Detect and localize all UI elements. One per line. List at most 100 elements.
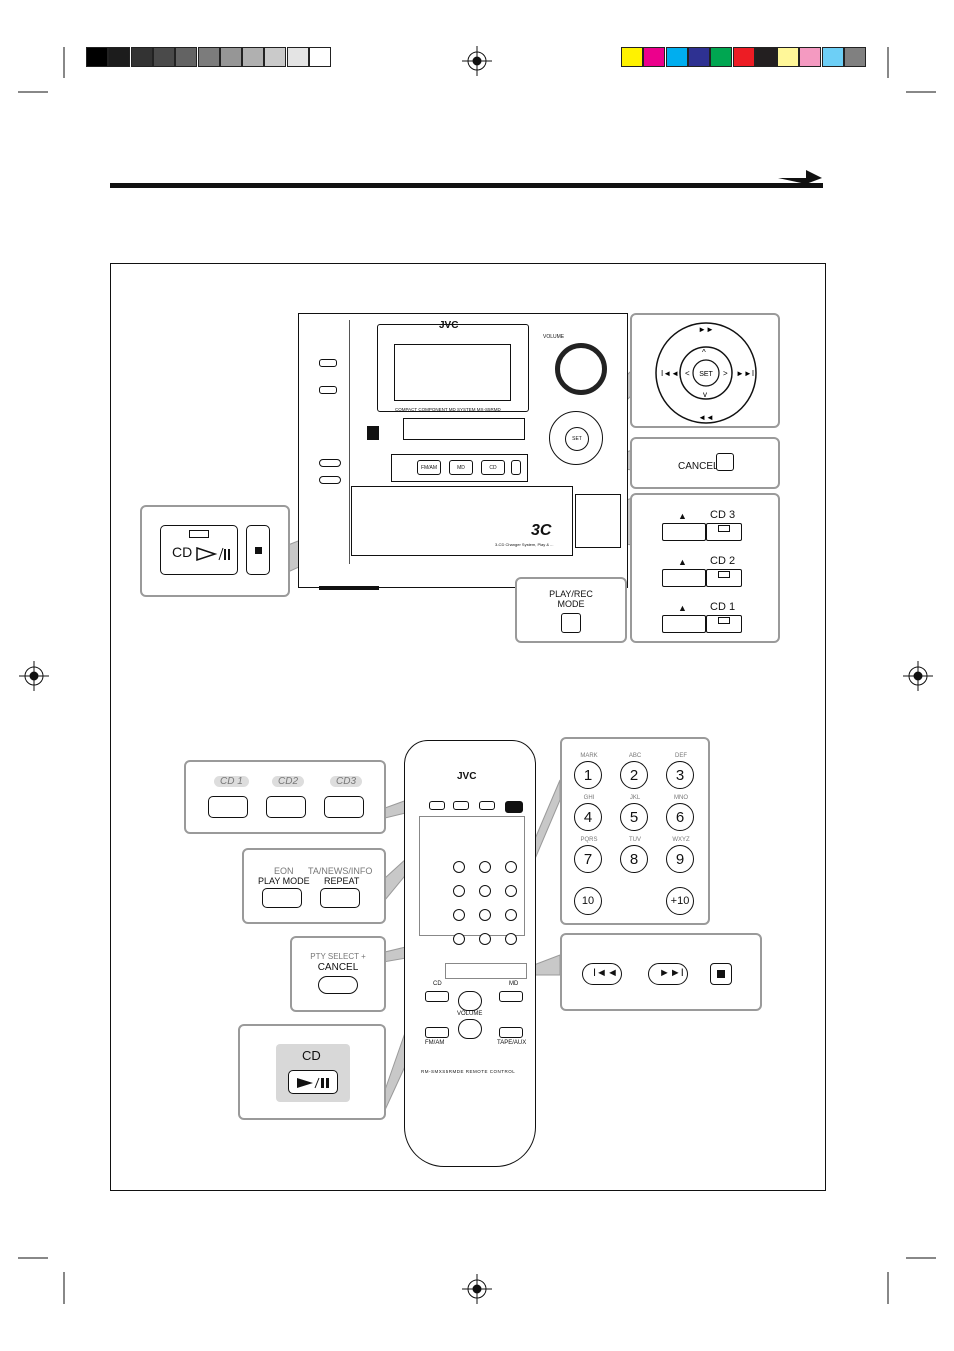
unit-foot <box>319 586 379 590</box>
color-swatch <box>152 47 175 67</box>
cd-tray-door <box>351 486 573 556</box>
color-swatch <box>108 47 131 67</box>
remote-number-key[interactable] <box>453 885 465 897</box>
remote-cd-play-button[interactable] <box>425 991 449 1002</box>
number-key[interactable]: 8 <box>620 845 648 873</box>
callout-disc-trays: ▲CD 3▲CD 2▲CD 1 <box>630 493 780 643</box>
remote-top-panel <box>419 816 525 936</box>
unit-cd-button[interactable]: CD <box>481 460 505 475</box>
unit-tray-buttons <box>575 494 621 548</box>
number-key[interactable]: 2 <box>620 761 648 789</box>
remote-md-play-button[interactable] <box>499 991 523 1002</box>
remote-cd1-button[interactable] <box>429 801 445 810</box>
remote-cd-select-button[interactable] <box>324 796 364 818</box>
remote-number-key[interactable] <box>505 909 517 921</box>
active-bass-button[interactable] <box>319 459 341 467</box>
clock-timer-button[interactable] <box>319 386 337 394</box>
key-letters: DEF <box>675 753 687 759</box>
remote-number-key[interactable] <box>479 861 491 873</box>
eject-button[interactable] <box>662 615 706 633</box>
callout-pty-cancel: PTY SELECT + CANCEL <box>290 936 386 1012</box>
eject-button[interactable] <box>662 523 706 541</box>
remote-md-label: MD <box>509 981 519 987</box>
remote-fm-am-button[interactable] <box>425 1027 449 1038</box>
remote-number-key[interactable] <box>453 861 465 873</box>
remote-number-key[interactable] <box>479 885 491 897</box>
remote-number-key[interactable] <box>479 933 491 945</box>
color-swatch <box>732 47 755 67</box>
remote-cd3-button[interactable] <box>479 801 495 810</box>
disc-select-button[interactable] <box>706 615 742 633</box>
unit-badge: 3C <box>531 522 552 539</box>
disc-select-button[interactable] <box>706 523 742 541</box>
color-swatch <box>621 47 643 67</box>
color-registration-bar <box>621 47 867 67</box>
number-key[interactable]: 1 <box>574 761 602 789</box>
prev-button[interactable]: I◄◄ <box>582 963 622 985</box>
disc-select-button[interactable] <box>706 569 742 587</box>
pty-cancel-button[interactable] <box>318 976 358 994</box>
unit-fm-am-button[interactable]: FM/AM <box>417 460 441 475</box>
cd-play-pause-button[interactable]: CD <box>160 525 238 575</box>
number-key[interactable]: 6 <box>666 803 694 831</box>
next-page-arrow-icon <box>778 170 822 184</box>
sound-button[interactable] <box>319 476 341 484</box>
color-swatch <box>86 47 108 67</box>
remote-volume-label: VOLUME <box>457 1011 483 1017</box>
number-key[interactable]: +10 <box>666 887 694 915</box>
remote-cd-select-button[interactable] <box>208 796 248 818</box>
remote-number-key[interactable] <box>505 933 517 945</box>
remote-volume-plus-button[interactable] <box>458 991 482 1011</box>
remote-cd2-button[interactable] <box>453 801 469 810</box>
remote-cd-select-button[interactable] <box>266 796 306 818</box>
standby-button[interactable] <box>319 359 337 367</box>
play-mode-button[interactable] <box>262 888 302 908</box>
repeat-button[interactable] <box>320 888 360 908</box>
remote-tape-aux-button[interactable] <box>499 1027 523 1038</box>
next-button[interactable]: ►►I <box>648 963 688 985</box>
color-swatch <box>309 47 331 67</box>
remote-cd-play-pause-button[interactable] <box>288 1070 338 1094</box>
repeat-label: REPEAT <box>324 876 360 886</box>
number-key[interactable]: 10 <box>574 887 602 915</box>
remote-number-key[interactable] <box>505 885 517 897</box>
cancel-button[interactable] <box>716 453 734 471</box>
disc-indicator <box>718 525 730 532</box>
unit-stop-button[interactable] <box>511 460 521 475</box>
nav-dial[interactable]: SET ►► ◄◄ I◄◄ ►►I ^ < > v <box>652 320 760 426</box>
callout-eon-ta: EON PLAY MODE TA/NEWS/INFO REPEAT <box>242 848 386 924</box>
volume-knob[interactable] <box>555 343 607 395</box>
number-key[interactable]: 9 <box>666 845 694 873</box>
remote-number-key[interactable] <box>453 909 465 921</box>
eject-icon: ▲ <box>678 511 687 521</box>
unit-set-button[interactable]: SET <box>565 427 589 451</box>
remote-cd-label: CD 1 <box>214 776 249 787</box>
number-key[interactable]: 5 <box>620 803 648 831</box>
color-swatch <box>175 47 198 67</box>
unit-md-button[interactable]: MD <box>449 460 473 475</box>
key-letters: MNO <box>674 795 688 801</box>
callout-transport: I◄◄ ►►I <box>560 933 762 1011</box>
key-letters: WXYZ <box>672 837 690 843</box>
prev-icon: I◄◄ <box>593 967 618 979</box>
number-key[interactable]: 4 <box>574 803 602 831</box>
cancel-label: CANCEL <box>678 461 719 472</box>
remote-number-key[interactable] <box>505 861 517 873</box>
stop-button[interactable] <box>246 525 270 575</box>
color-swatch <box>264 47 287 67</box>
play-rec-mode-button[interactable] <box>561 613 581 633</box>
svg-text:►►: ►► <box>698 325 714 334</box>
remote-stop-button[interactable] <box>710 963 732 985</box>
number-key[interactable]: 3 <box>666 761 694 789</box>
eject-button[interactable] <box>662 569 706 587</box>
unit-transport-row <box>391 454 528 482</box>
remote-number-key[interactable] <box>453 933 465 945</box>
remote-power-button[interactable] <box>505 801 523 813</box>
remote-number-key[interactable] <box>479 909 491 921</box>
number-key[interactable]: 7 <box>574 845 602 873</box>
remote-volume-minus-button[interactable] <box>458 1019 482 1039</box>
remote-cd-play-label: CD <box>302 1048 321 1063</box>
color-swatch <box>687 47 710 67</box>
